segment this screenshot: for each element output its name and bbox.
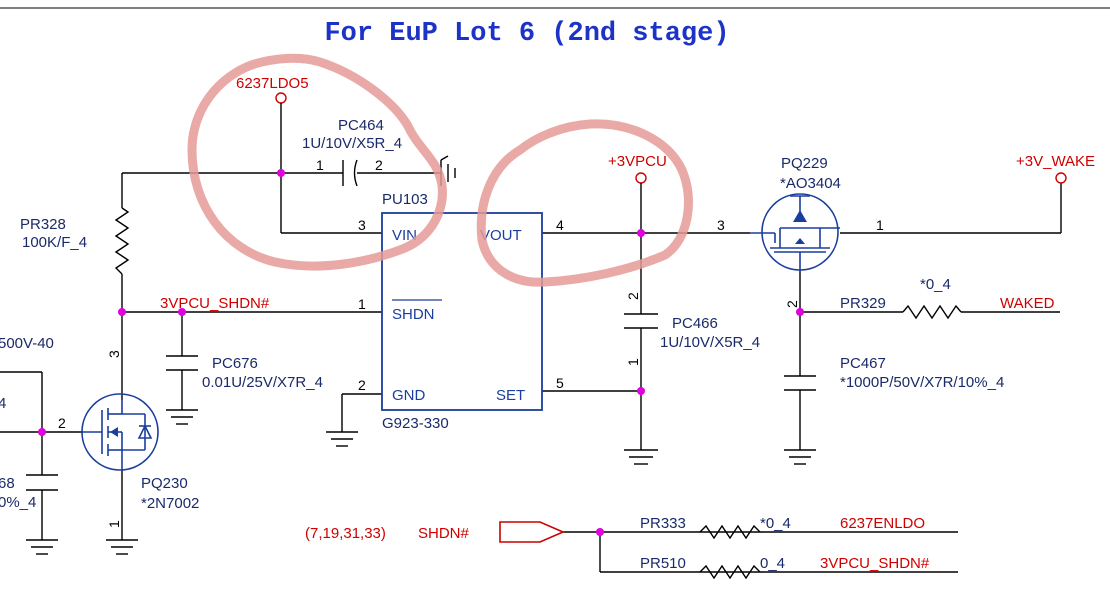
pu103-vin-label: VIN <box>392 227 417 244</box>
pq230-pin3: 3 <box>106 350 122 358</box>
pc466-value: 1U/10V/X5R_4 <box>660 334 760 351</box>
left-partial-c2: 0%_4 <box>0 494 36 511</box>
pr329-ref: PR329 <box>840 295 886 312</box>
pu103-pin-vin: 3 <box>358 217 366 233</box>
vpcu-rail-label: +3VPCU <box>608 153 667 170</box>
pc676-ground <box>166 409 198 425</box>
pq230-mosfet <box>81 393 159 471</box>
pu103-shdn-label: SHDN <box>392 306 435 323</box>
annotation-circle-vin <box>187 53 447 271</box>
pc466-ground <box>624 449 658 465</box>
pu103-set-label: SET <box>496 387 525 404</box>
pq229-pin2: 2 <box>784 300 800 308</box>
pr328-resistor <box>114 207 130 275</box>
left-partial-c1: 68 <box>0 475 15 492</box>
pc464-value: 1U/10V/X5R_4 <box>302 135 402 152</box>
pc464-pin2: 2 <box>375 157 383 173</box>
pu103-pin-set: 5 <box>556 375 564 391</box>
pr333-value: *0_4 <box>760 515 791 532</box>
enldo-net-label: 6237ENLDO <box>840 515 925 532</box>
pr333-ref: PR333 <box>640 515 686 532</box>
pu103-gnd-ground <box>326 431 358 447</box>
wake-rail-terminal <box>1055 172 1067 184</box>
ldo5-rail-terminal <box>275 92 287 104</box>
vpcu-rail-terminal <box>635 172 647 184</box>
pr333-resistor <box>699 524 761 540</box>
pc676-ref: PC676 <box>212 355 258 372</box>
wake-rail-label: +3V_WAKE <box>1016 153 1095 170</box>
pq229-ref: PQ229 <box>781 155 828 172</box>
pr328-ref: PR328 <box>20 216 66 233</box>
pq230-ground <box>106 539 138 555</box>
pr510-resistor <box>699 564 761 580</box>
pu103-gnd-label: GND <box>392 387 426 404</box>
annotation-circle-vout <box>476 119 693 287</box>
pc466-pin-top: 2 <box>625 292 641 300</box>
pc467-ref: PC467 <box>840 355 886 372</box>
left-partial-ground <box>26 539 58 555</box>
pq229-pin3: 3 <box>717 217 725 233</box>
shdn-port-refs: (7,19,31,33) <box>305 525 386 542</box>
shdn-port-name: SHDN# <box>418 525 470 542</box>
pq230-pin1: 1 <box>106 520 122 528</box>
pu103-vout-label: VOUT <box>480 227 522 244</box>
left-partial-mid: 4 <box>0 395 6 412</box>
pu103-pin-gnd: 2 <box>358 377 366 393</box>
pr329-resistor <box>902 304 962 320</box>
shdn-out-net-label: 3VPCU_SHDN# <box>820 555 930 572</box>
pr510-ref: PR510 <box>640 555 686 572</box>
pu103-part: G923-330 <box>382 415 449 432</box>
left-partial-capacitor <box>26 474 58 491</box>
pq229-part: *AO3404 <box>780 175 841 192</box>
shdn-port-symbol <box>499 521 566 543</box>
pc466-capacitor <box>624 313 658 329</box>
pc464-pin1: 1 <box>316 157 324 173</box>
pr328-value: 100K/F_4 <box>22 234 87 251</box>
pc466-pin-bot: 1 <box>625 358 641 366</box>
waked-net-label: WAKED <box>1000 295 1055 312</box>
pu103-ref: PU103 <box>382 191 428 208</box>
pc464-capacitor <box>342 159 358 187</box>
pu103-ic <box>381 212 543 411</box>
pc676-capacitor <box>166 355 198 371</box>
pq230-ref: PQ230 <box>141 475 188 492</box>
pr510-value: 0_4 <box>760 555 785 572</box>
pu103-pin-shdn: 1 <box>358 296 366 312</box>
shdn-net-label: 3VPCU_SHDN# <box>160 295 270 312</box>
pu103-pin-vout: 4 <box>556 217 564 233</box>
pq229-mosfet <box>750 193 840 271</box>
pc467-ground <box>784 449 816 465</box>
pq230-part: *2N7002 <box>141 495 199 512</box>
pq229-pin1: 1 <box>876 217 884 233</box>
diagram-title: For EuP Lot 6 (2nd stage) <box>324 19 729 49</box>
pq230-pin2: 2 <box>58 415 66 431</box>
pc676-value: 0.01U/25V/X7R_4 <box>202 374 323 391</box>
pr329-value: *0_4 <box>920 276 951 293</box>
ldo5-rail-label: 6237LDO5 <box>236 75 309 92</box>
pc467-value: *1000P/50V/X7R/10%_4 <box>840 374 1004 391</box>
pc467-capacitor <box>784 375 816 391</box>
pc464-ref: PC464 <box>338 117 384 134</box>
junction-dots <box>38 169 804 536</box>
left-partial-top: 500V-40 <box>0 335 54 352</box>
pc466-ref: PC466 <box>672 315 718 332</box>
